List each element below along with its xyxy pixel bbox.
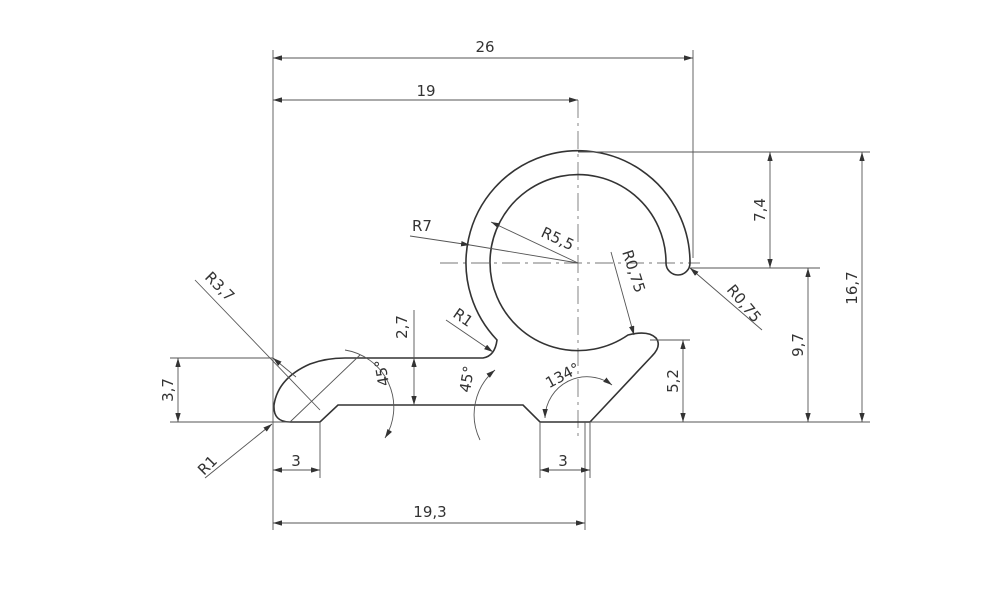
dim-bottom-width: 19,3 — [413, 503, 446, 521]
dim-center-offset: 19 — [416, 82, 435, 100]
angle-left-chamfer: 45° — [371, 358, 393, 387]
dim-right-flat: 3 — [558, 452, 568, 470]
dim-overall-height: 16,7 — [843, 271, 861, 304]
radius-neck-fillet: R1 — [450, 305, 477, 331]
dim-left-height: 3,7 — [159, 378, 177, 402]
angle-right-chamfer: 45° — [456, 364, 478, 393]
radius-left-fillet: R1 — [194, 452, 221, 479]
dimension-labels: 26 19 7,4 16,7 9,7 5,2 3,7 2,7 19,3 3 3 … — [159, 38, 861, 521]
angle-lip: 134° — [542, 359, 582, 392]
radius-outer: R7 — [412, 217, 432, 235]
radius-lip-tip: R0,75 — [618, 248, 649, 295]
profile-outline — [273, 149, 691, 423]
dim-left-flat: 3 — [291, 452, 301, 470]
dim-hook-height: 7,4 — [751, 198, 769, 222]
dimension-lines — [175, 55, 865, 526]
radius-hook-tip: R0,75 — [723, 281, 765, 326]
extension-lines — [170, 50, 870, 530]
dim-lip-height: 5,2 — [664, 369, 682, 393]
radius-left-lobe: R3,7 — [201, 268, 238, 305]
dim-overall-width: 26 — [475, 38, 494, 56]
dim-groove-depth: 2,7 — [393, 315, 411, 339]
dim-center-height: 9,7 — [789, 333, 807, 357]
radius-inner: R5,5 — [538, 223, 577, 254]
